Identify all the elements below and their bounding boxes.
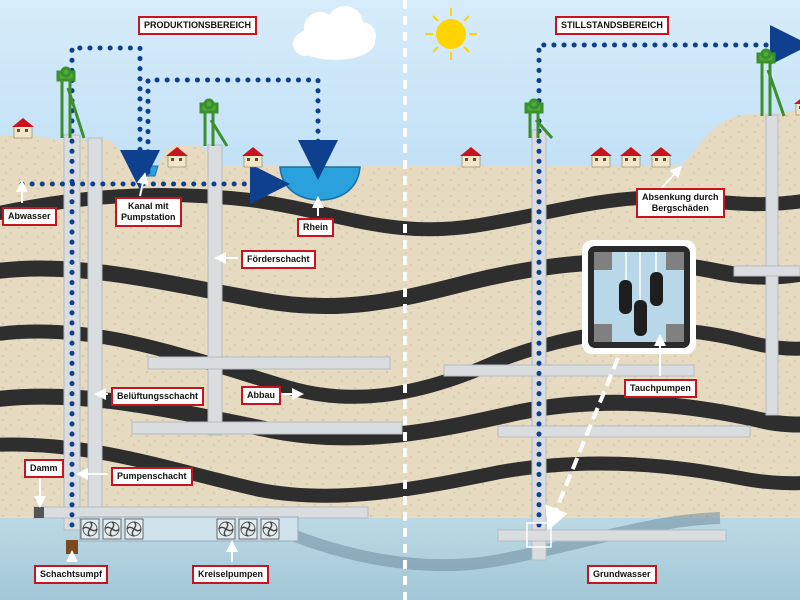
headframe-icon [756,48,786,117]
label-damm: Damm [24,459,64,478]
pump-callout-arrow [545,357,620,532]
house-icon [12,118,34,139]
groundwater-seam [277,512,721,572]
label-absenkung-durch-bergschaeden: Absenkung durch Bergschäden [636,188,725,218]
galleries [33,265,800,542]
flow-pump-shaft-up [69,45,160,528]
centrifugal-pump-icon [124,518,144,540]
centrifugal-pump-icon [216,518,236,540]
right-shaft [765,114,779,416]
label-grundwasser: Grundwasser [587,565,657,584]
coal-seams [0,188,800,503]
house-icon [590,147,612,168]
label-pumpenschacht: Pumpenschacht [111,467,193,486]
label-rhein: Rhein [297,218,335,237]
headframes [56,48,786,147]
label-kreiselpumpen: Kreiselpumpen [192,565,270,584]
label-tauchpumpen: Tauchpumpen [624,379,697,398]
arrow-icon [659,165,683,191]
centrifugal-pumps [80,518,280,540]
centrifugal-pump-icon [80,518,100,540]
cloud-icon [293,6,376,60]
headframe-icon [56,66,86,139]
sun-icon [425,8,477,60]
submersible-pump-icon [582,240,696,354]
label-abwasser: Abwasser [2,207,57,226]
label-kanal-mit-pumpstation: Kanal mit Pumpstation [115,197,182,227]
houses [12,99,800,168]
house-icon [620,147,642,168]
centrifugal-pump-icon [238,518,258,540]
shafts [63,114,779,561]
house-icon [242,147,264,168]
shaft-sump [66,540,78,554]
centrifugal-pump-icon [260,518,280,540]
dam-plug [34,507,44,518]
ventilation-shaft [87,137,103,524]
house-icon [166,147,188,168]
label-belueftungsschacht: Belüftungsschacht [111,387,205,406]
label-stillstandsbereich: STILLSTANDSBEREICH [555,16,669,35]
label-foerderschacht: Förderschacht [241,250,316,269]
house-icon [460,147,482,168]
headframe-icon [199,98,229,147]
label-schachtsumpf: Schachtsumpf [34,565,109,584]
water-flows [19,25,800,528]
label-produktionsbereich: PRODUKTIONSBEREICH [138,16,258,35]
headframe-icon [524,98,554,139]
label-pointers [16,165,683,562]
hoisting-shaft [207,144,223,436]
pump-focus-box [526,522,552,548]
centrifugal-pump-icon [102,518,122,540]
flow-standstill-up [536,25,800,528]
flow-canal-to-river [145,77,338,180]
label-abbau: Abbau [241,386,281,405]
arrow-icon [136,172,149,197]
house-icon [650,147,672,168]
